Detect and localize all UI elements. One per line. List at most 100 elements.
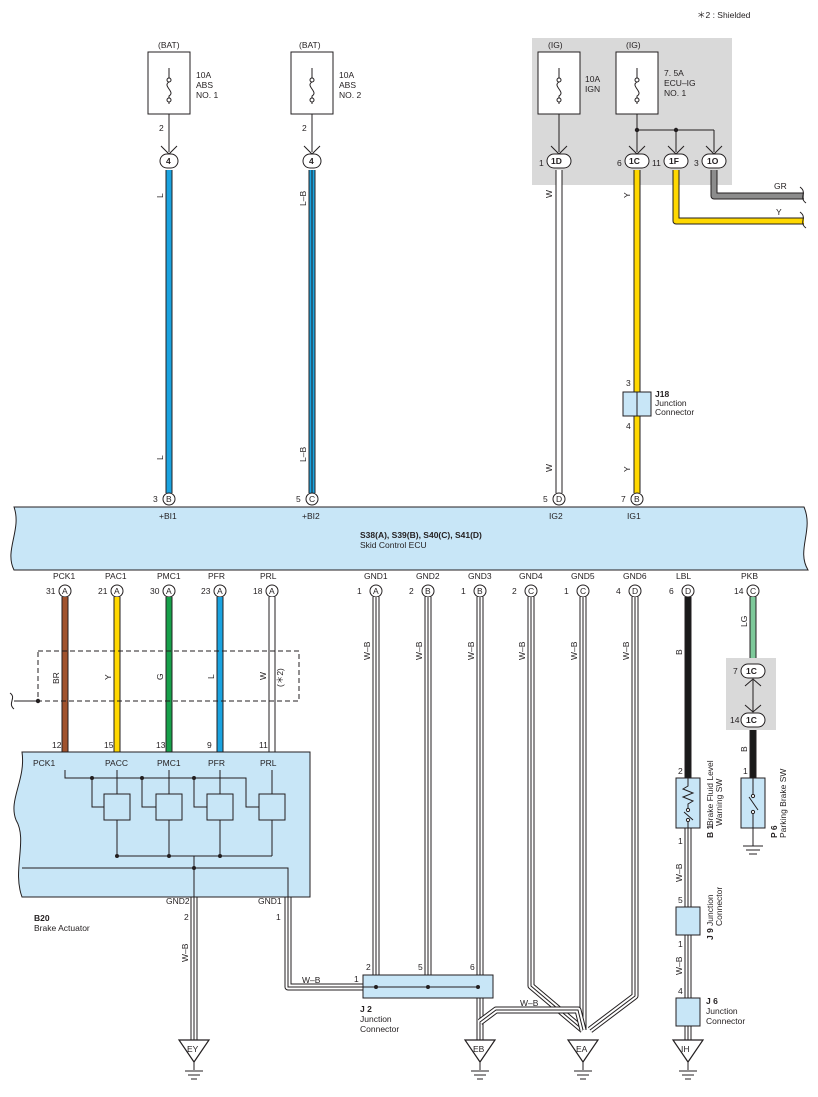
ecu-bottom-pin-conn: B: [477, 586, 483, 596]
wire-label: LG: [739, 616, 749, 627]
ecu-bottom-pin-num: 1: [564, 586, 569, 596]
fuse-pin: 2: [159, 123, 164, 133]
connector-oval: [624, 153, 650, 169]
actuator-pin-label: PMC1: [157, 758, 181, 768]
j6-box: [675, 997, 701, 1027]
parking-brake-sw: 1 P 6 Parking Brake SW: [740, 766, 788, 855]
ecu-bottom-pin-label: PCK1: [53, 571, 75, 581]
j6-pin-top: 4: [678, 986, 683, 996]
b1-name: Brake Fluid Level: [705, 760, 715, 826]
ecu-top-pin: [630, 492, 644, 506]
actuator-gnd-pin: 2: [184, 912, 189, 922]
wire-label: W–B: [520, 998, 539, 1008]
actuator-pin-num: 11: [259, 740, 268, 750]
fuse-terminal: [166, 77, 172, 83]
shield-note: ＊2 : Shielded: [697, 10, 751, 20]
connector-oval: [302, 153, 322, 169]
fuse-name: ABS: [196, 80, 213, 90]
wire-break: [9, 692, 15, 710]
actuator-pin-num: 13: [156, 740, 166, 750]
wire-stripe: [287, 897, 363, 988]
connector-pin: 7: [733, 666, 738, 676]
ground-symbol: [574, 1070, 592, 1080]
fuse-abs-no1: (BAT) 10A ABS NO. 1 2 4: [147, 40, 218, 169]
connector-oval: [159, 153, 179, 169]
connector-id: 1F: [669, 156, 679, 166]
wire-core: [528, 597, 585, 1032]
fuse-terminal: [309, 77, 315, 83]
actuator-body: [13, 751, 311, 898]
junction-connector-j6: 4 J 6 Junction Connector: [675, 986, 745, 1027]
splice-dot: [115, 854, 119, 858]
j2-pin: 2: [366, 962, 371, 972]
connector-oval: [701, 153, 727, 169]
ecu-top-pin-num: 5: [296, 494, 301, 504]
wire-label: Y: [622, 192, 632, 198]
ecu-top-pin-label: +BI1: [159, 511, 177, 521]
ecu-bottom-pin-num: 2: [409, 586, 414, 596]
j2-id: J 2: [360, 1004, 372, 1014]
ecu-bottom-pin-conn: D: [685, 586, 691, 596]
j18-pin-top: 3: [626, 378, 631, 388]
fuse-pin: 1: [539, 158, 544, 168]
wire-eb-ea: [477, 1006, 587, 1031]
ecu-bottom-pin-num: 4: [616, 586, 621, 596]
wire-label: B: [674, 649, 684, 655]
fuse-terminal: [556, 97, 562, 103]
j18-id: J18: [655, 389, 669, 399]
ecu-top-pin-conn: B: [634, 494, 640, 504]
ground-label: EY: [187, 1044, 199, 1054]
j6-name: Connector: [706, 1016, 745, 1026]
wire-label: W–B: [674, 863, 684, 882]
connector-pin: 11: [652, 158, 661, 168]
fuse-rating: 10A: [585, 74, 600, 84]
wire-branch-y: [672, 170, 804, 225]
wire-label-gr: GR: [774, 181, 787, 191]
splice-dot: [140, 776, 144, 780]
fuse-box: [147, 51, 191, 115]
wire-label: W–B: [621, 641, 631, 660]
b1-pin-bottom: 1: [678, 836, 683, 846]
wire-stripe: [479, 1009, 584, 1031]
wire-stripe: [530, 597, 584, 1031]
ground-symbol: [471, 1070, 489, 1080]
j18-pin-bottom: 4: [626, 421, 631, 431]
wire-core: [711, 170, 804, 199]
ecu-bottom-pin-num: 2: [512, 586, 517, 596]
wire-label: L: [155, 193, 165, 198]
ecu-bottom-pin-conn: B: [425, 586, 431, 596]
wire-gnd4: [527, 597, 586, 1033]
j2-name: Connector: [360, 1024, 399, 1034]
wire-break: [799, 186, 807, 229]
ecu-bottom-pin-num: 23: [201, 586, 211, 596]
ecu-bottom-pin-num: 1: [461, 586, 466, 596]
actuator-pin-label: PCK1: [33, 758, 55, 768]
splice-dot: [374, 985, 378, 989]
fuse-supply: (BAT): [158, 40, 180, 50]
ecu-subtitle: Skid Control ECU: [360, 540, 427, 550]
actuator-pin-num: 9: [207, 740, 212, 750]
ecu-bottom-pin-conn: A: [373, 586, 379, 596]
wire-outline: [587, 597, 639, 1033]
wire-label: L–B: [298, 447, 308, 462]
fuse-terminal: [556, 77, 562, 83]
connector-oval: [740, 663, 766, 679]
connector-oval: [546, 153, 572, 169]
wire-label: W–B: [180, 943, 190, 962]
ground-symbol: [679, 1070, 697, 1080]
connector-oval: [663, 153, 689, 169]
fuse-name: NO. 2: [339, 90, 361, 100]
j18-name: Junction: [655, 398, 687, 408]
fuse-supply: (IG): [626, 40, 641, 50]
ecu-bottom-pin-conn: A: [269, 586, 275, 596]
ground-triangle: [463, 1039, 497, 1064]
wire-branch-gr: [710, 170, 804, 200]
ground-label: EA: [576, 1044, 588, 1054]
fuse-name: ABS: [339, 80, 356, 90]
wire-label: Y: [103, 674, 113, 680]
actuator-name: Brake Actuator: [34, 923, 90, 933]
connector-id: 1C: [629, 156, 640, 166]
b1-pin-top: 2: [678, 766, 683, 776]
ecu-bottom-pin-label: PKB: [741, 571, 758, 581]
fuse-terminal: [634, 77, 640, 83]
